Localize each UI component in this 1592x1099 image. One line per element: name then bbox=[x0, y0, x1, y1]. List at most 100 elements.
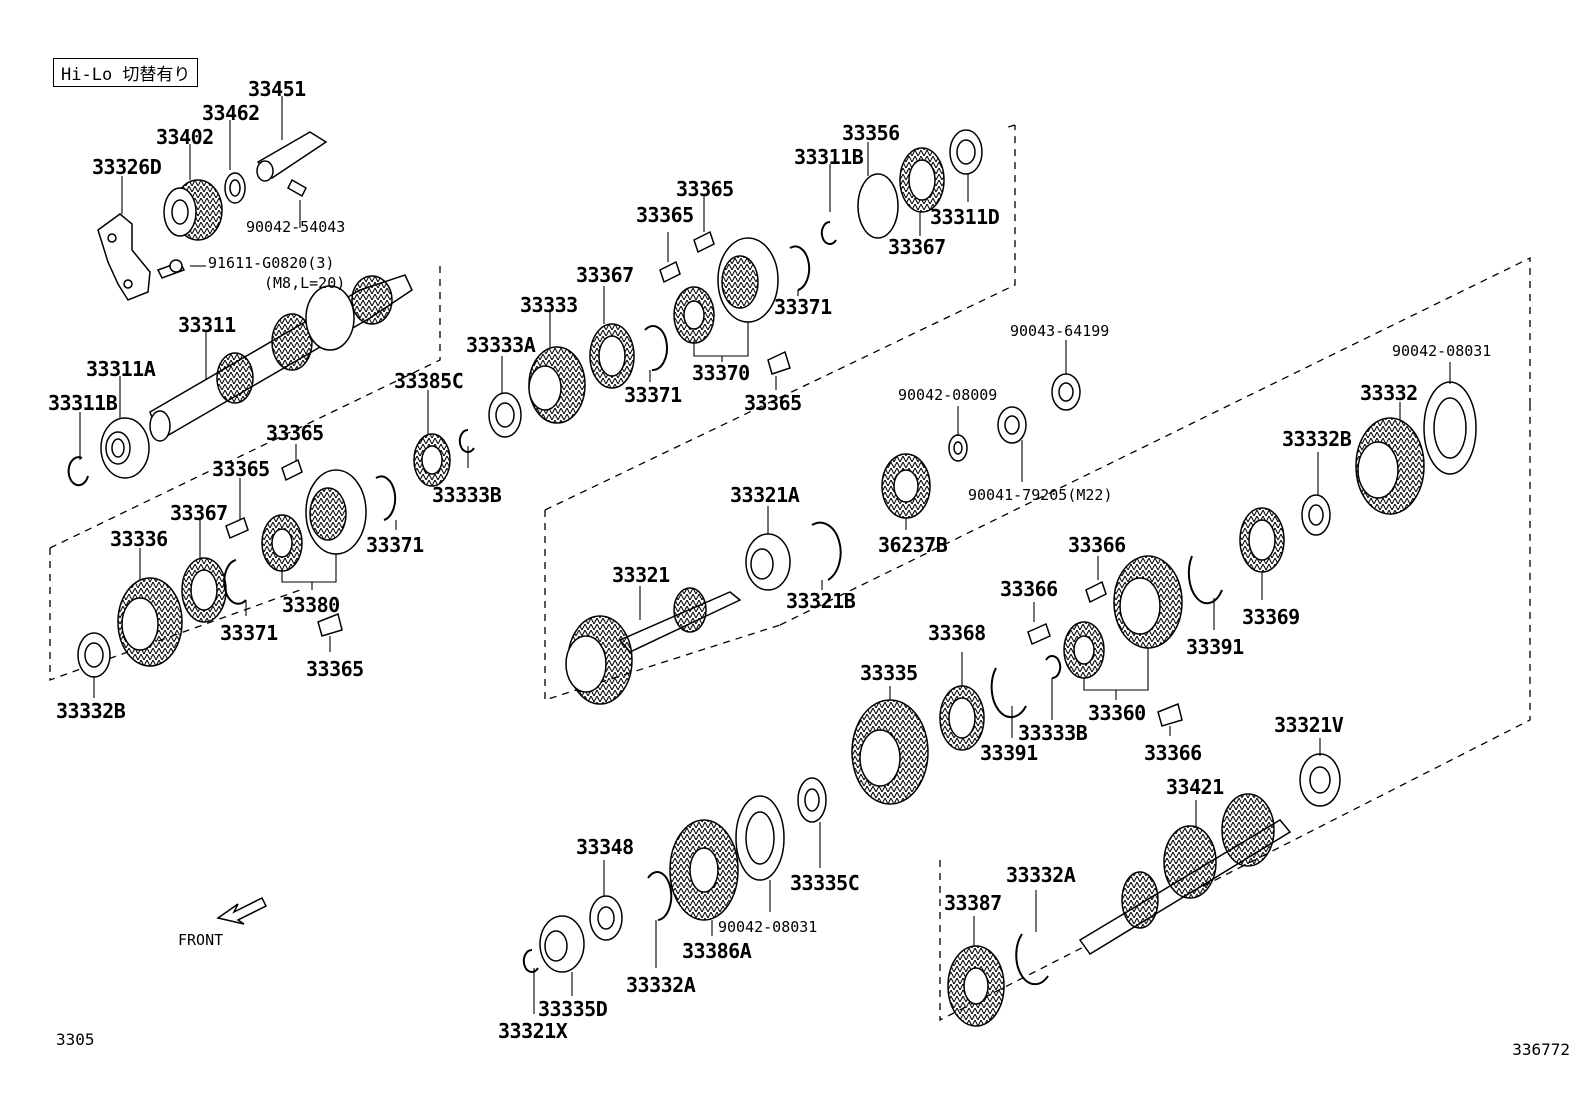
part-labels: 33451 33462 33402 33326D 90042-54043 916… bbox=[48, 77, 1491, 1043]
label-33366-c: 33366 bbox=[1144, 741, 1202, 765]
label-90042-08031-b: 90042-08031 bbox=[718, 918, 817, 936]
label-33311B-b: 33311B bbox=[794, 145, 864, 169]
key-33365-a bbox=[659, 260, 681, 284]
key-33366-a bbox=[1085, 580, 1107, 604]
label-33311D: 33311D bbox=[930, 205, 1000, 229]
ring-33333B-b bbox=[1045, 655, 1062, 680]
label-33321B: 33321B bbox=[786, 589, 856, 613]
label-33370: 33370 bbox=[692, 361, 750, 385]
label-33333A: 33333A bbox=[466, 333, 536, 357]
upper-row-parts bbox=[413, 129, 983, 487]
label-33371-d: 33371 bbox=[220, 621, 278, 645]
label-33371-b: 33371 bbox=[774, 295, 832, 319]
snapring-33311B bbox=[67, 456, 89, 487]
ring-33311B-b bbox=[820, 220, 837, 245]
label-91611-note: (M8,L=20) bbox=[264, 274, 345, 292]
ring-33333B bbox=[458, 428, 475, 453]
label-33335: 33335 bbox=[860, 661, 918, 685]
label-33402: 33402 bbox=[156, 125, 214, 149]
label-33462: 33462 bbox=[202, 101, 260, 125]
label-33365-b: 33365 bbox=[676, 177, 734, 201]
label-33451: 33451 bbox=[248, 77, 306, 101]
label-33365-e: 33365 bbox=[212, 457, 270, 481]
label-33365-f: 33365 bbox=[306, 657, 364, 681]
label-90043-64199: 90043-64199 bbox=[1010, 322, 1109, 340]
top-left-assembly bbox=[97, 131, 328, 301]
label-33386A: 33386A bbox=[682, 939, 752, 963]
spring-33371-d bbox=[375, 475, 397, 521]
key-33366-b bbox=[1027, 622, 1051, 646]
label-33365-d: 33365 bbox=[266, 421, 324, 445]
counter-row-parts bbox=[851, 381, 1477, 805]
key-33366-c bbox=[1157, 702, 1183, 727]
label-33385C: 33385C bbox=[394, 369, 463, 393]
lower-left-parts bbox=[77, 458, 397, 678]
label-33332A-a: 33332A bbox=[626, 973, 696, 997]
label-90042-08031-a: 90042-08031 bbox=[1392, 342, 1491, 360]
figure-code: 3305 bbox=[56, 1030, 95, 1049]
bottom-row-parts bbox=[522, 753, 1341, 1027]
spring-33371-b bbox=[789, 245, 811, 291]
label-33366-b: 33366 bbox=[1000, 577, 1058, 601]
label-33366-a: 33366 bbox=[1068, 533, 1126, 557]
label-33311: 33311 bbox=[178, 313, 236, 337]
plate-33356 bbox=[857, 173, 899, 239]
label-33367-b: 33367 bbox=[888, 235, 946, 259]
spring-33391-a bbox=[1187, 555, 1223, 605]
label-33311A: 33311A bbox=[86, 357, 156, 381]
label-33365-c: 33365 bbox=[744, 391, 802, 415]
label-33367-a: 33367 bbox=[576, 263, 634, 287]
key-33365-e bbox=[281, 458, 303, 482]
label-33356: 33356 bbox=[842, 121, 900, 145]
spring-33371-a bbox=[644, 325, 668, 372]
label-33348: 33348 bbox=[576, 835, 634, 859]
key-33365-f bbox=[317, 612, 343, 637]
label-33332: 33332 bbox=[1360, 381, 1418, 405]
leader-lines bbox=[79, 96, 1451, 1014]
label-90041-79205: 90041-79205(M22) bbox=[968, 486, 1113, 504]
input-shaft-33321 bbox=[565, 521, 842, 705]
label-33367-c: 33367 bbox=[170, 501, 228, 525]
label-33321X: 33321X bbox=[498, 1019, 568, 1043]
ring-33332A-a bbox=[647, 871, 673, 921]
label-33371-c: 33371 bbox=[366, 533, 424, 557]
bearing-33311A bbox=[100, 417, 150, 479]
label-33332B-b: 33332B bbox=[1282, 427, 1352, 451]
label-33326D: 33326D bbox=[92, 155, 162, 179]
label-33368: 33368 bbox=[928, 621, 986, 645]
illustration-number: 336772 bbox=[1512, 1040, 1570, 1059]
label-33387: 33387 bbox=[944, 891, 1002, 915]
bracket-33326D bbox=[97, 213, 151, 301]
front-label: FRONT bbox=[178, 931, 223, 949]
front-arrow-icon bbox=[216, 896, 268, 925]
group-boundaries bbox=[49, 124, 1531, 1022]
label-33365-a: 33365 bbox=[636, 203, 694, 227]
label-33335D: 33335D bbox=[538, 997, 608, 1021]
label-90042-54043: 90042-54043 bbox=[246, 218, 345, 236]
label-33321: 33321 bbox=[612, 563, 670, 587]
label-33391-a: 33391 bbox=[1186, 635, 1244, 659]
key-33365-c bbox=[767, 350, 791, 375]
label-33369: 33369 bbox=[1242, 605, 1300, 629]
label-36237B: 36237B bbox=[878, 533, 948, 557]
ring-33321B bbox=[811, 521, 842, 581]
ring-33321X bbox=[522, 948, 539, 973]
hi-lo-badge: Hi-Lo 切替有り bbox=[53, 58, 199, 87]
main-shaft-33311 bbox=[149, 274, 413, 442]
label-33311B-a: 33311B bbox=[48, 391, 118, 415]
label-33380: 33380 bbox=[282, 593, 340, 617]
label-33333: 33333 bbox=[520, 293, 578, 317]
label-33332B-a: 33332B bbox=[56, 699, 126, 723]
ring-33332A-b bbox=[1015, 933, 1049, 986]
label-91611: 91611-G0820(3) bbox=[208, 254, 334, 272]
label-33335C: 33335C bbox=[790, 871, 859, 895]
spring-33371-c bbox=[223, 559, 247, 605]
key-33365-d bbox=[225, 516, 249, 540]
label-33371-a: 33371 bbox=[624, 383, 682, 407]
label-33333B-a: 33333B bbox=[432, 483, 502, 507]
label-33421: 33421 bbox=[1166, 775, 1224, 799]
label-33321V: 33321V bbox=[1274, 713, 1344, 737]
label-33333B-b: 33333B bbox=[1018, 721, 1088, 745]
key-33365-b bbox=[693, 230, 715, 254]
